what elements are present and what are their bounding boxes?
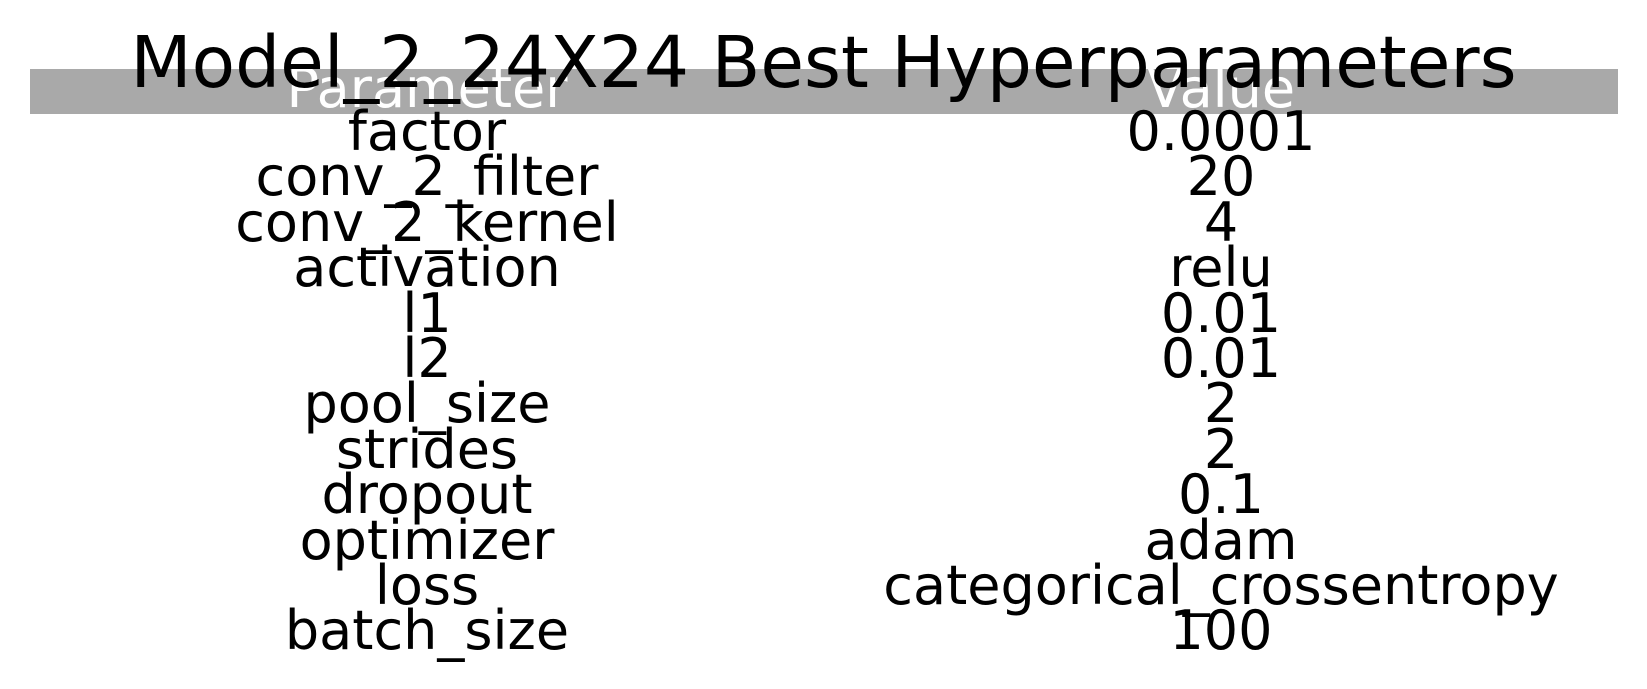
value-cell: 2 (1203, 417, 1239, 481)
table-row: factor 0.0001 (0, 100, 1647, 163)
parameter-cell: conv_2_kernel (235, 190, 619, 254)
value-cell: categorical_crossentropy (883, 553, 1559, 617)
parameter-cell: l1 (402, 281, 452, 345)
table-header-bar (30, 69, 1618, 114)
table-title: Model_2_24X24 Best Hyperparameters (130, 21, 1517, 104)
value-cell: 0.01 (1160, 326, 1282, 390)
parameter-cell: factor (347, 100, 507, 163)
value-cell: 4 (1203, 190, 1239, 254)
column-header-value: Value (1146, 57, 1296, 120)
value-cell: 0.01 (1160, 281, 1282, 345)
column-header-parameter: Parameter (286, 57, 568, 120)
table-row: pool_size 2 (0, 372, 1647, 436)
table-row: l1 0.01 (0, 281, 1647, 345)
parameter-cell: loss (374, 553, 480, 617)
parameter-cell: pool_size (303, 372, 551, 436)
table-row: conv_2_filter 20 (0, 145, 1647, 209)
value-cell: 0.1 (1178, 463, 1264, 527)
table-row: conv_2_kernel 4 (0, 190, 1647, 254)
parameter-cell: strides (335, 417, 519, 481)
value-cell: relu (1169, 236, 1273, 300)
parameter-cell: l2 (402, 326, 452, 390)
parameter-cell: batch_size (284, 599, 570, 663)
table-row: l2 0.01 (0, 326, 1647, 390)
parameter-cell: conv_2_filter (255, 145, 599, 209)
table-row: loss categorical_crossentropy (0, 553, 1647, 617)
table-row: batch_size 100 (0, 599, 1647, 663)
parameter-cell: activation (293, 236, 561, 300)
value-cell: adam (1144, 508, 1298, 572)
value-cell: 20 (1186, 145, 1256, 209)
table-row: strides 2 (0, 417, 1647, 481)
table-row: dropout 0.1 (0, 463, 1647, 527)
value-cell: 2 (1203, 372, 1239, 436)
table-row: activation relu (0, 236, 1647, 300)
parameter-cell: dropout (321, 463, 533, 527)
value-cell: 0.0001 (1126, 100, 1316, 163)
table-row: optimizer adam (0, 508, 1647, 572)
parameter-cell: optimizer (299, 508, 555, 572)
value-cell: 100 (1169, 599, 1273, 663)
